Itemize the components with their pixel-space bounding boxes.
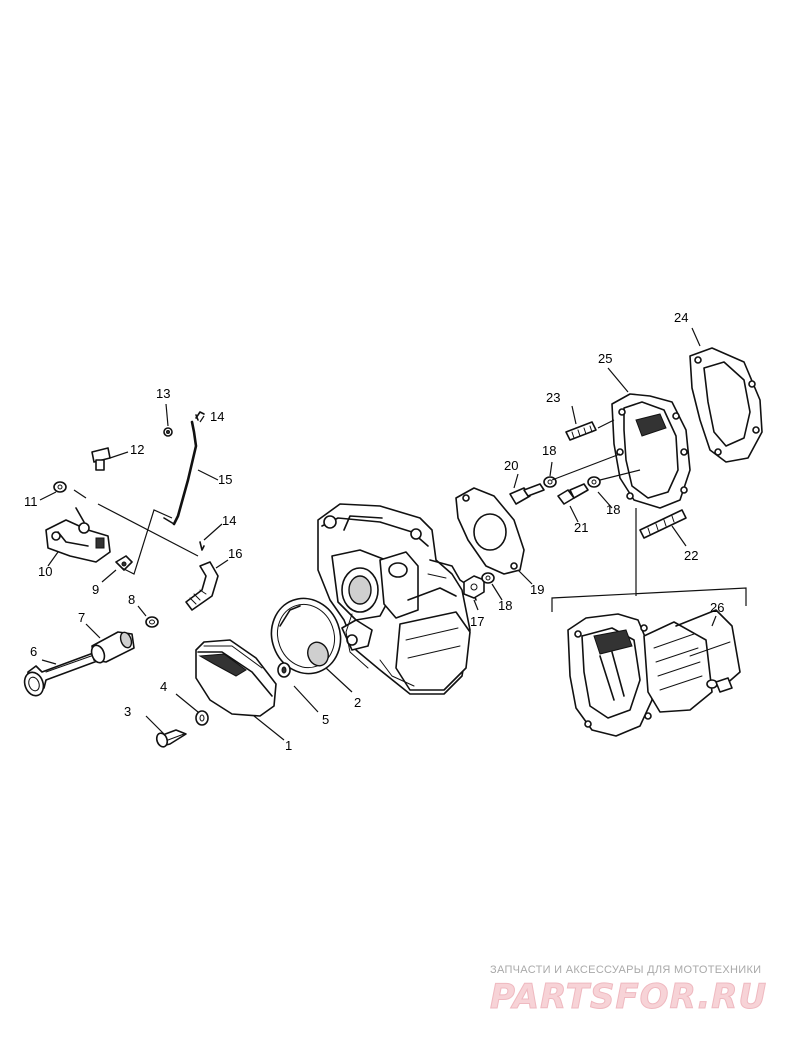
callout-14-lower: 14 <box>222 513 236 528</box>
part-3-screw <box>155 729 187 748</box>
part-12-bolt <box>91 447 111 471</box>
callout-14-upper: 14 <box>210 409 224 424</box>
part-8-nut <box>145 616 159 628</box>
callout-18-lower: 18 <box>498 598 512 613</box>
callout-19: 19 <box>530 582 544 597</box>
callout-16: 16 <box>228 546 242 561</box>
callout-18-middle: 18 <box>606 502 620 517</box>
callout-20: 20 <box>504 458 518 473</box>
part-24-gasket <box>689 347 763 463</box>
callout-3: 3 <box>124 704 131 719</box>
callout-5: 5 <box>322 712 329 727</box>
part-7-holder <box>90 631 135 664</box>
part-18-washer-lower <box>481 572 495 584</box>
callout-8: 8 <box>128 592 135 607</box>
callout-17: 17 <box>470 614 484 629</box>
part-10-bracket <box>45 507 111 563</box>
callout-10: 10 <box>38 564 52 579</box>
part-16-hose <box>185 561 219 611</box>
carburetor-body <box>317 503 477 695</box>
part-18-washer-middle <box>587 476 601 488</box>
callout-22: 22 <box>684 548 698 563</box>
part-2-plate <box>270 597 342 675</box>
watermark-logo: PARTSFOR.RU <box>490 977 767 1017</box>
part-18-washer-upper <box>543 476 557 488</box>
part-4-washer <box>195 710 209 726</box>
callout-11: 11 <box>24 494 38 509</box>
connection-lines-left <box>73 489 199 575</box>
callout-2: 2 <box>354 695 361 710</box>
callout-23: 23 <box>546 390 560 405</box>
callout-18-upper: 18 <box>542 443 556 458</box>
part-17-nut <box>463 575 485 599</box>
watermark-logo-text: PARTSFOR.RU <box>490 977 767 1016</box>
callout-25: 25 <box>598 351 612 366</box>
part-25-reed-housing <box>611 393 691 509</box>
part-5-collar <box>277 662 291 678</box>
part-23-stud <box>565 421 597 441</box>
part-21-bolt <box>557 483 589 505</box>
callout-4: 4 <box>160 679 167 694</box>
watermark-tagline: ЗАПЧАСТИ И АКСЕССУАРЫ ДЛЯ МОТОТЕХНИКИ <box>490 964 762 976</box>
callout-15: 15 <box>218 472 232 487</box>
part-9-clip <box>115 555 133 571</box>
part-14-clip-upper <box>195 411 205 419</box>
callout-6: 6 <box>30 644 37 659</box>
callout-7: 7 <box>78 610 85 625</box>
callout-24: 24 <box>674 310 688 325</box>
callout-26: 26 <box>710 600 724 615</box>
callout-13: 13 <box>156 386 170 401</box>
part-22-stud <box>639 509 687 539</box>
part-19-gasket <box>455 487 525 575</box>
part-26-reed-assembly <box>567 609 741 737</box>
callout-1: 1 <box>285 738 292 753</box>
callout-9: 9 <box>92 582 99 597</box>
part-20-bolt <box>509 483 545 505</box>
part-14-clip-lower <box>199 541 205 551</box>
connection-lines-right <box>551 419 747 612</box>
callout-leaders <box>39 327 717 741</box>
part-6-shaft <box>23 651 101 697</box>
callout-21: 21 <box>574 520 588 535</box>
part-11-nut <box>53 481 67 493</box>
part-13-clip <box>163 427 173 437</box>
callout-12: 12 <box>130 442 144 457</box>
part-1-cover <box>195 639 277 717</box>
callout-labels: 1 2 3 4 5 6 7 8 9 10 11 12 13 14 14 15 1… <box>24 310 724 753</box>
